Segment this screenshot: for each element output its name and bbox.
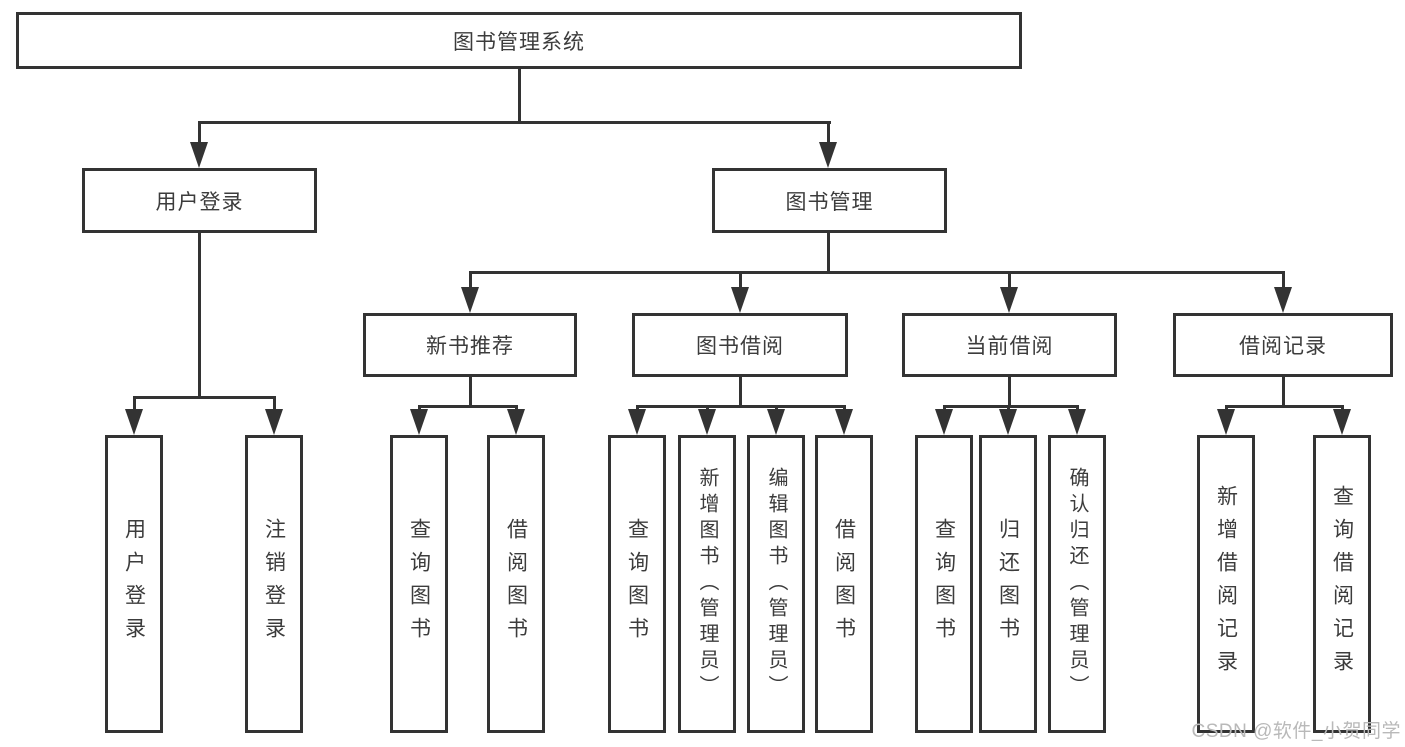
leaf-confirm-return-admin: 确认归还（管理员） — [1048, 435, 1106, 733]
connector-line — [827, 233, 830, 274]
connector-line — [1008, 271, 1011, 295]
leaf-query-books-borrow: 查询图书 — [608, 435, 666, 733]
arrow-down-icon — [767, 409, 785, 435]
arrow-down-icon — [410, 409, 428, 435]
leaf-return-books: 归还图书 — [979, 435, 1037, 733]
connector-line — [273, 396, 276, 418]
leaf-logout: 注销登录 — [245, 435, 303, 733]
connector-line — [739, 271, 742, 295]
leaf-user-login: 用户登录 — [105, 435, 163, 733]
leaf-query-books-recommend: 查询图书 — [390, 435, 448, 733]
node-current-borrow: 当前借阅 — [902, 313, 1117, 377]
arrow-down-icon — [1068, 409, 1086, 435]
arrow-down-icon — [819, 142, 837, 168]
connector-line — [1282, 271, 1285, 295]
connector-line — [418, 405, 518, 408]
arrow-down-icon — [190, 142, 208, 168]
node-root-system: 图书管理系统 — [16, 12, 1022, 69]
arrow-down-icon — [507, 409, 525, 435]
leaf-borrow-books: 借阅图书 — [815, 435, 873, 733]
node-book-borrow: 图书借阅 — [632, 313, 848, 377]
arrow-down-icon — [125, 409, 143, 435]
arrow-down-icon — [731, 287, 749, 313]
connector-line — [469, 377, 472, 408]
arrow-down-icon — [461, 287, 479, 313]
connector-line — [198, 233, 201, 399]
connector-line — [739, 377, 742, 408]
leaf-add-books-admin: 新增图书（管理员） — [678, 435, 736, 733]
connector-line — [1282, 377, 1285, 408]
connector-line — [198, 121, 831, 124]
arrow-down-icon — [999, 409, 1017, 435]
arrow-down-icon — [1000, 287, 1018, 313]
connector-line — [469, 271, 1285, 274]
arrow-down-icon — [265, 409, 283, 435]
watermark: CSDN @软件_小贺同学 — [1191, 721, 1401, 742]
leaf-add-borrow-record: 新增借阅记录 — [1197, 435, 1255, 733]
node-borrow-records: 借阅记录 — [1173, 313, 1393, 377]
connector-line — [1008, 377, 1011, 408]
connector-line — [198, 121, 201, 153]
arrow-down-icon — [935, 409, 953, 435]
arrow-down-icon — [1333, 409, 1351, 435]
arrow-down-icon — [628, 409, 646, 435]
arrow-down-icon — [1217, 409, 1235, 435]
leaf-query-borrow-record: 查询借阅记录 — [1313, 435, 1371, 733]
arrow-down-icon — [1274, 287, 1292, 313]
connector-line — [518, 68, 521, 124]
connector-line — [133, 396, 136, 418]
leaf-edit-books-admin: 编辑图书（管理员） — [747, 435, 805, 733]
node-book-management: 图书管理 — [712, 168, 947, 233]
node-user-login: 用户登录 — [82, 168, 317, 233]
node-new-book-recommend: 新书推荐 — [363, 313, 577, 377]
arrow-down-icon — [835, 409, 853, 435]
leaf-query-books-current: 查询图书 — [915, 435, 973, 733]
connector-line — [469, 271, 472, 295]
connector-line — [943, 405, 1079, 408]
connector-line — [133, 396, 276, 399]
connector-line — [827, 121, 830, 153]
connector-line — [636, 405, 846, 408]
leaf-borrow-books-recommend: 借阅图书 — [487, 435, 545, 733]
arrow-down-icon — [698, 409, 716, 435]
connector-line — [1225, 405, 1344, 408]
